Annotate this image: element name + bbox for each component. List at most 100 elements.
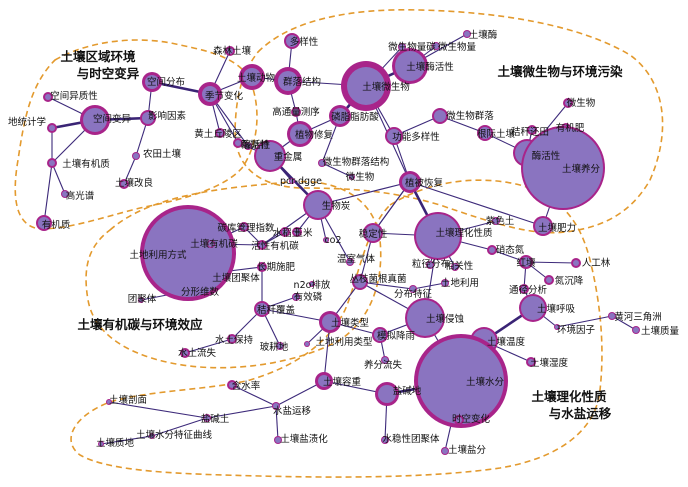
node-n14[interactable] (233, 138, 243, 148)
node-n65[interactable] (487, 245, 497, 255)
node-label-n36: 根际土壤 (477, 128, 516, 140)
edge-n31-n36 (439, 115, 486, 134)
node-n77[interactable] (554, 324, 560, 330)
node-n40[interactable] (303, 190, 333, 220)
node-n89[interactable] (203, 414, 211, 422)
node-n87[interactable] (227, 380, 237, 390)
node-n9[interactable] (80, 105, 110, 135)
node-n26[interactable] (398, 43, 406, 51)
node-n36[interactable] (477, 125, 493, 141)
node-n5[interactable] (274, 67, 302, 95)
node-n23[interactable] (318, 159, 326, 167)
node-core-n44 (139, 298, 143, 302)
node-n41[interactable] (292, 227, 302, 237)
node-n13[interactable] (291, 107, 301, 117)
node-n94[interactable] (381, 436, 389, 444)
node-n34[interactable] (563, 98, 573, 108)
node-n90[interactable] (272, 402, 280, 410)
node-label-n20: 高光谱 (66, 190, 95, 202)
node-n44[interactable] (138, 297, 144, 303)
node-n62[interactable] (492, 217, 500, 225)
node-n68[interactable] (352, 274, 368, 290)
node-n53[interactable] (309, 281, 315, 287)
node-n1[interactable] (225, 46, 235, 56)
node-n2[interactable] (284, 33, 300, 49)
node-n51[interactable] (257, 240, 267, 250)
node-n69[interactable] (409, 285, 417, 293)
node-n11[interactable] (215, 128, 225, 138)
node-n57[interactable] (180, 348, 190, 358)
node-n6[interactable] (198, 82, 222, 106)
node-core-n41 (294, 229, 300, 235)
node-n32[interactable] (385, 127, 403, 145)
node-n74[interactable] (319, 311, 341, 333)
node-n12[interactable] (244, 142, 252, 150)
node-n19[interactable] (119, 179, 129, 189)
node-n25[interactable] (349, 174, 355, 180)
node-n82[interactable] (381, 356, 389, 364)
node-n48[interactable] (207, 240, 215, 248)
node-n50[interactable] (280, 227, 290, 237)
node-n72[interactable] (544, 275, 554, 285)
node-n27[interactable] (463, 30, 471, 38)
node-n10[interactable] (140, 110, 156, 126)
node-n47[interactable] (140, 205, 236, 301)
node-n85[interactable] (375, 382, 399, 406)
node-n84[interactable] (315, 372, 333, 390)
node-n54[interactable] (292, 293, 300, 301)
node-n79[interactable] (304, 341, 310, 347)
node-n88[interactable] (106, 399, 112, 405)
node-n96[interactable] (441, 447, 449, 455)
node-n21[interactable] (36, 215, 52, 231)
node-n95[interactable] (98, 441, 104, 447)
node-n49[interactable] (239, 222, 249, 232)
node-n61[interactable] (414, 212, 462, 260)
node-n31[interactable] (432, 108, 448, 124)
node-n63[interactable] (426, 261, 434, 269)
node-n22[interactable] (254, 140, 286, 172)
node-n70[interactable] (441, 279, 449, 287)
node-n20[interactable] (61, 190, 69, 198)
node-n83[interactable] (526, 357, 536, 367)
node-n59[interactable] (346, 258, 354, 266)
node-n4[interactable] (239, 64, 265, 90)
node-n30[interactable] (341, 61, 391, 111)
node-n73[interactable] (519, 294, 547, 322)
node-n29[interactable] (392, 48, 428, 84)
node-n58[interactable] (276, 342, 284, 350)
node-n76[interactable] (608, 312, 616, 320)
node-n7[interactable] (43, 92, 53, 102)
node-n80[interactable] (372, 327, 388, 343)
node-n60[interactable] (363, 223, 383, 243)
node-n28[interactable] (432, 42, 440, 50)
node-n75[interactable] (405, 298, 445, 338)
node-core-n92 (150, 434, 154, 438)
node-n52[interactable] (257, 262, 267, 272)
node-n16[interactable] (329, 105, 351, 127)
node-n39[interactable] (399, 171, 421, 193)
node-n43[interactable] (533, 216, 553, 236)
node-n93[interactable] (274, 436, 282, 444)
node-n91[interactable] (454, 415, 464, 425)
node-n86[interactable] (414, 334, 508, 428)
node-n3[interactable] (142, 72, 162, 92)
node-n92[interactable] (149, 433, 155, 439)
node-n8[interactable] (47, 123, 57, 133)
node-n66[interactable] (519, 255, 533, 269)
node-n17[interactable] (132, 152, 140, 160)
node-n71[interactable] (519, 284, 529, 294)
node-n42[interactable] (323, 237, 329, 243)
node-n18[interactable] (47, 158, 57, 168)
node-label-n9: 空间变异 (93, 113, 132, 125)
node-n24[interactable] (289, 178, 295, 184)
node-n33[interactable] (527, 125, 537, 135)
edge-n55-n74 (261, 308, 331, 323)
node-n56[interactable] (227, 334, 237, 344)
node-core-n74 (322, 314, 338, 330)
node-n38[interactable] (521, 126, 605, 210)
node-n15[interactable] (287, 121, 313, 147)
node-n64[interactable] (451, 263, 459, 271)
node-n55[interactable] (254, 301, 270, 317)
node-n67[interactable] (571, 258, 581, 268)
node-n78[interactable] (632, 326, 640, 334)
